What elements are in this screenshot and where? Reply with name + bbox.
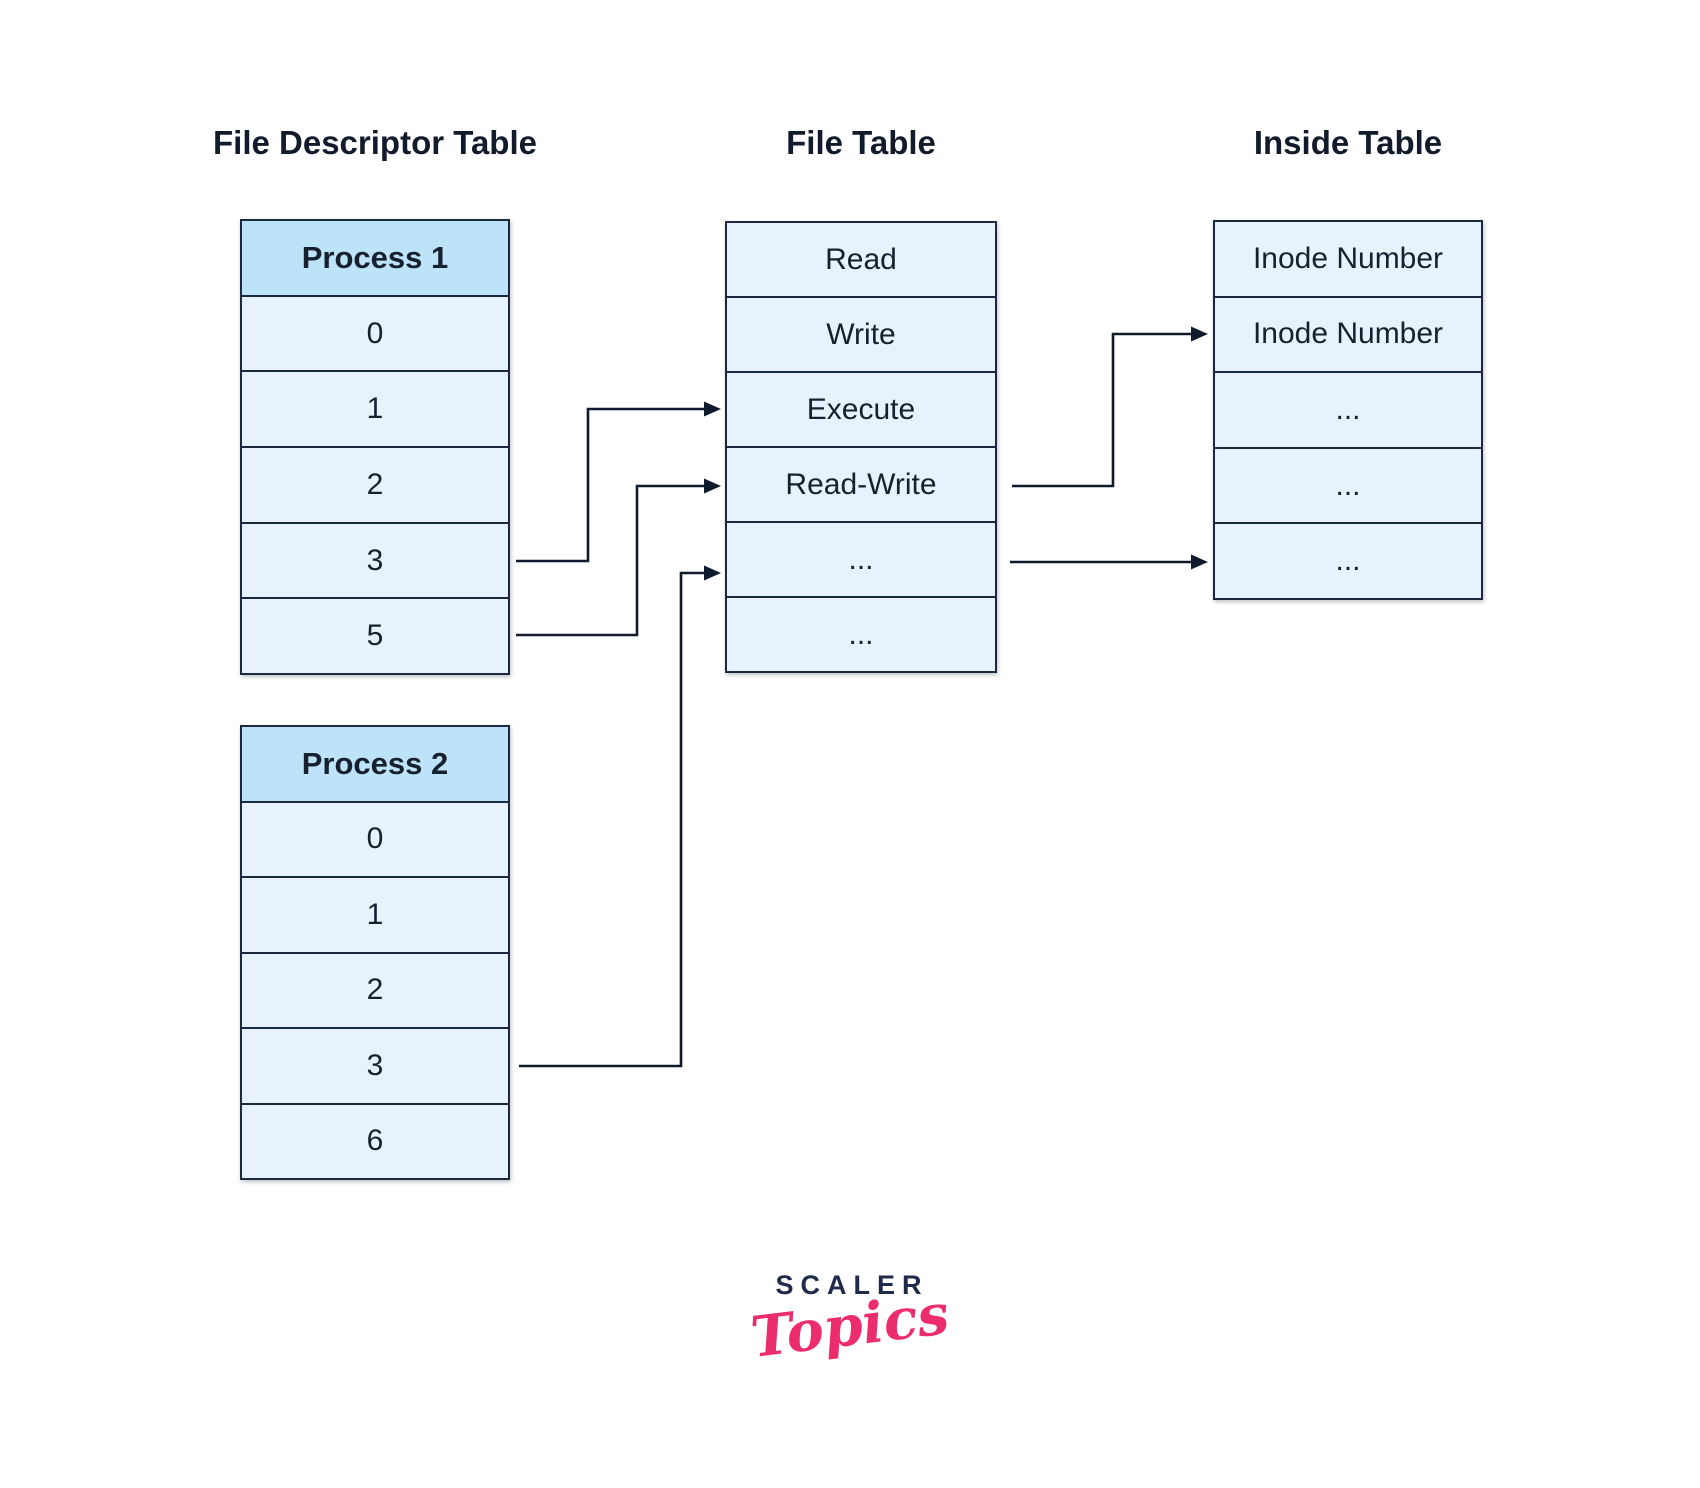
process2-row-4: 6: [242, 1102, 508, 1178]
connection-read-write-to-inode-number: [1012, 326, 1208, 488]
process1-table: Process 1 0 1 2 3 5: [240, 219, 510, 675]
inside-table-row-ellipsis-2: ...: [1215, 446, 1481, 523]
inside-table-row-inode-1: Inode Number: [1215, 222, 1481, 296]
process1-row-3: 3: [242, 521, 508, 598]
inside-table-row-ellipsis-1: ...: [1215, 371, 1481, 447]
process1-row-4: 5: [242, 597, 508, 674]
process2-row-0: 0: [242, 800, 508, 876]
process2-row-3: 3: [242, 1027, 508, 1103]
file-table-row-write: Write: [727, 296, 995, 371]
process1-header: Process 1: [242, 221, 508, 295]
title-inside-table: Inside Table: [1253, 124, 1443, 161]
connection-process1-fd3-to-execute: [516, 401, 721, 563]
process2-row-1: 1: [242, 876, 508, 952]
process1-row-2: 2: [242, 446, 508, 522]
process1-row-1: 1: [242, 370, 508, 447]
process2-header: Process 2: [242, 727, 508, 801]
process2-row-2: 2: [242, 951, 508, 1027]
scaler-topics-logo: SCALER Topics: [700, 1270, 1000, 1371]
logo-brand-text: SCALER: [775, 1270, 929, 1300]
title-file-table: File Table: [786, 124, 936, 161]
file-table-row-ellipsis-2: ...: [727, 596, 995, 671]
file-table-row-execute: Execute: [727, 371, 995, 446]
connection-process2-fd3-to-ellipsis: [519, 565, 721, 1068]
file-table-row-ellipsis-1: ...: [727, 521, 995, 596]
file-table: Read Write Execute Read-Write ... ...: [725, 221, 997, 673]
process2-table: Process 2 0 1 2 3 6: [240, 725, 510, 1180]
title-file-descriptor-table: File Descriptor Table: [213, 124, 537, 161]
inside-table: Inode Number Inode Number ... ... ...: [1213, 220, 1483, 600]
process1-row-0: 0: [242, 294, 508, 371]
file-table-row-read: Read: [727, 223, 995, 296]
inside-table-row-inode-2: Inode Number: [1215, 295, 1481, 372]
connection-process1-fd5-to-read-write: [516, 478, 721, 637]
file-table-row-read-write: Read-Write: [727, 446, 995, 521]
inside-table-row-ellipsis-3: ...: [1215, 522, 1481, 598]
